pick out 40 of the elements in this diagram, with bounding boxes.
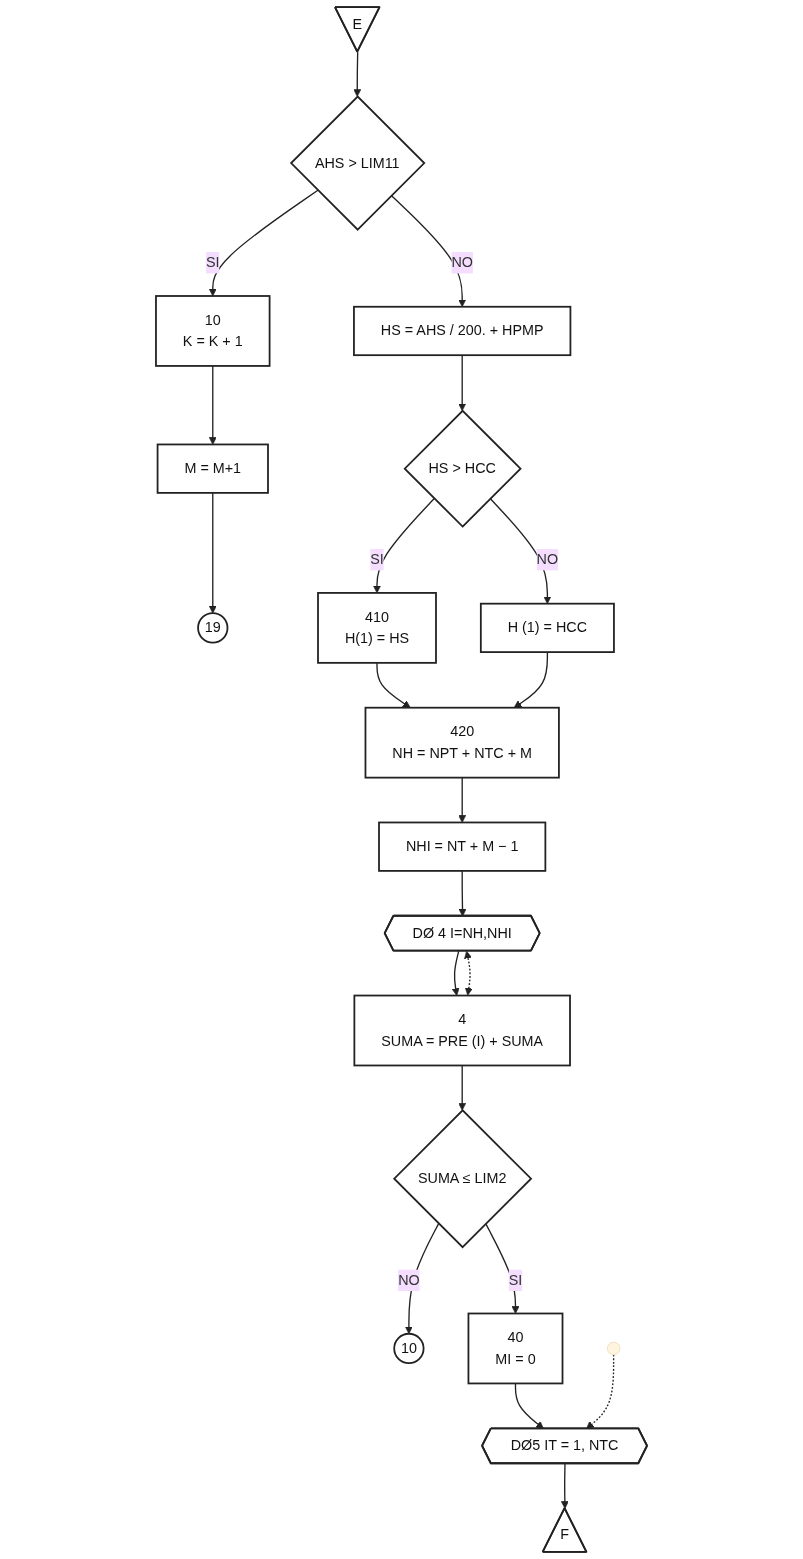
arrow: [458, 776, 467, 823]
edge-label: SI: [206, 254, 220, 270]
edge-label: NO: [536, 551, 559, 567]
node-box: NHI = NT + M − 1: [378, 821, 547, 872]
arrow: [458, 354, 467, 412]
arrow: [373, 497, 435, 594]
arrow: [513, 651, 549, 709]
node-diamond: AHS > LIM11: [289, 95, 426, 231]
arrow: [489, 497, 552, 605]
node-box: 4 SUMA = PRE (I) + SUMA: [353, 994, 571, 1067]
arrow: [390, 194, 467, 308]
node-box: H (1) = HCC: [479, 602, 615, 653]
arrow: [485, 1222, 520, 1314]
arrow: [458, 870, 467, 917]
edge-label: SI: [370, 551, 384, 567]
arrow: [208, 189, 319, 297]
arrow: [514, 1382, 544, 1430]
arrow: [451, 950, 460, 996]
node-circle: 10: [393, 1332, 425, 1365]
arrow: [586, 1354, 615, 1430]
arrow: [404, 1222, 440, 1335]
arrow: [458, 1064, 467, 1111]
arrow: [376, 662, 411, 709]
node-box: 410 H(1) = HS: [317, 592, 437, 664]
node-box: HS = AHS / 200. + HPMP: [353, 305, 572, 357]
edge-label: NO: [398, 1272, 420, 1288]
node-diamond: SUMA ≤ LIM2: [392, 1109, 533, 1249]
node-diamond: HS > HCC: [403, 409, 522, 528]
node-box: 40 MI = 0: [467, 1312, 564, 1385]
node-box: 10 K = K + 1: [155, 295, 271, 367]
node-circle: 19: [197, 612, 229, 644]
node-box: 420 NH = NPT + NTC + M: [364, 706, 560, 779]
node-box: M = M+1: [156, 443, 269, 494]
arrow: [208, 365, 217, 445]
arrow: [560, 1463, 569, 1509]
arrow: [464, 950, 473, 996]
arrow: [208, 492, 217, 614]
arrow: [353, 51, 362, 97]
edge-label: SI: [508, 1272, 523, 1288]
edge-label: NO: [451, 254, 473, 270]
